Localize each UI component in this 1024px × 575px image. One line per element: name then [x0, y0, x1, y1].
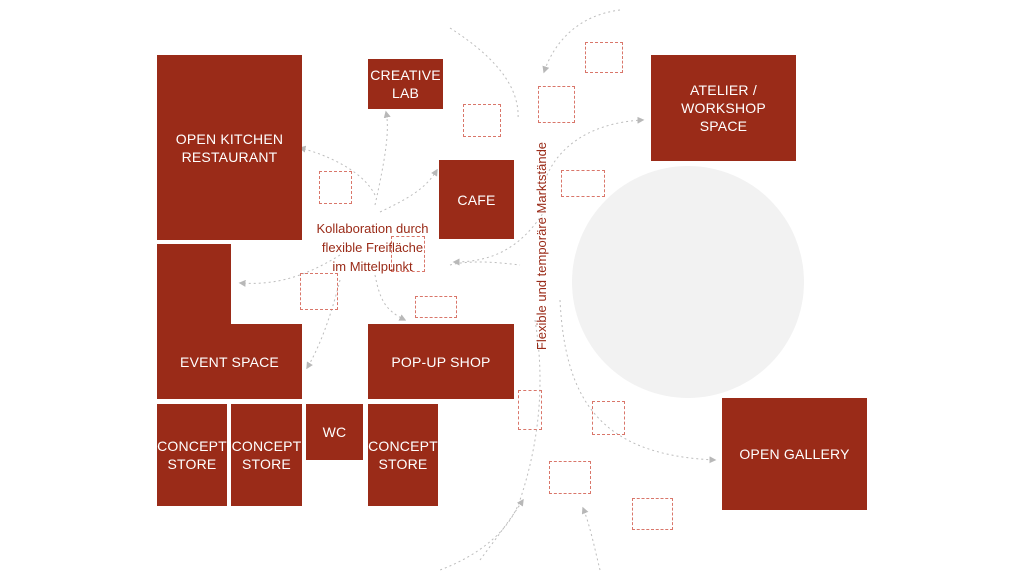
- market-stall: [415, 296, 457, 318]
- market-stall: [538, 86, 575, 123]
- flow-arrow: [479, 498, 524, 561]
- room-wc: WC: [306, 404, 363, 460]
- flow-arrow: [439, 319, 541, 571]
- room-atelier: ATELIER / WORKSHOP SPACE: [651, 55, 796, 161]
- flow-arrow: [581, 506, 601, 571]
- flow-arrow: [559, 299, 717, 464]
- room-open-kitchen: OPEN KITCHEN RESTAURANT: [157, 55, 302, 240]
- room-popup-shop: POP-UP SHOP: [368, 324, 514, 399]
- market-stall: [549, 461, 591, 494]
- room-concept-store-3: CONCEPT STORE: [368, 404, 438, 506]
- room-concept-store-2: CONCEPT STORE: [231, 404, 302, 506]
- market-stall: [319, 171, 352, 204]
- flow-arrow: [449, 27, 519, 121]
- room-concept-store-1: CONCEPT STORE: [157, 404, 227, 506]
- market-stall: [632, 498, 673, 530]
- center-collaboration-label: Kollaboration durch flexible Freifläche …: [316, 221, 429, 274]
- market-stall: [592, 401, 625, 435]
- room-cafe: CAFE: [439, 160, 514, 239]
- flow-arrow: [449, 261, 521, 266]
- flow-arrow: [374, 274, 407, 321]
- room-event-space: EVENT SPACE: [157, 244, 302, 399]
- event-space-label: EVENT SPACE: [157, 324, 302, 399]
- plaza-circle: [572, 166, 804, 398]
- room-creative-lab: CREATIVE LAB: [368, 59, 443, 109]
- event-space-upper-block: [157, 244, 231, 324]
- room-open-gallery: OPEN GALLERY: [722, 398, 867, 510]
- flow-arrow: [298, 145, 376, 196]
- market-stall: [300, 273, 338, 310]
- market-stall: [391, 236, 425, 272]
- market-stall: [561, 170, 605, 197]
- flow-arrow: [379, 168, 438, 213]
- market-stalls-vertical-label: Flexible und temporäre Marktstände: [534, 141, 549, 351]
- market-stall: [463, 104, 501, 137]
- flow-arrow: [374, 110, 391, 206]
- flow-arrow: [238, 254, 341, 287]
- market-stall: [518, 390, 542, 430]
- market-stall: [585, 42, 623, 73]
